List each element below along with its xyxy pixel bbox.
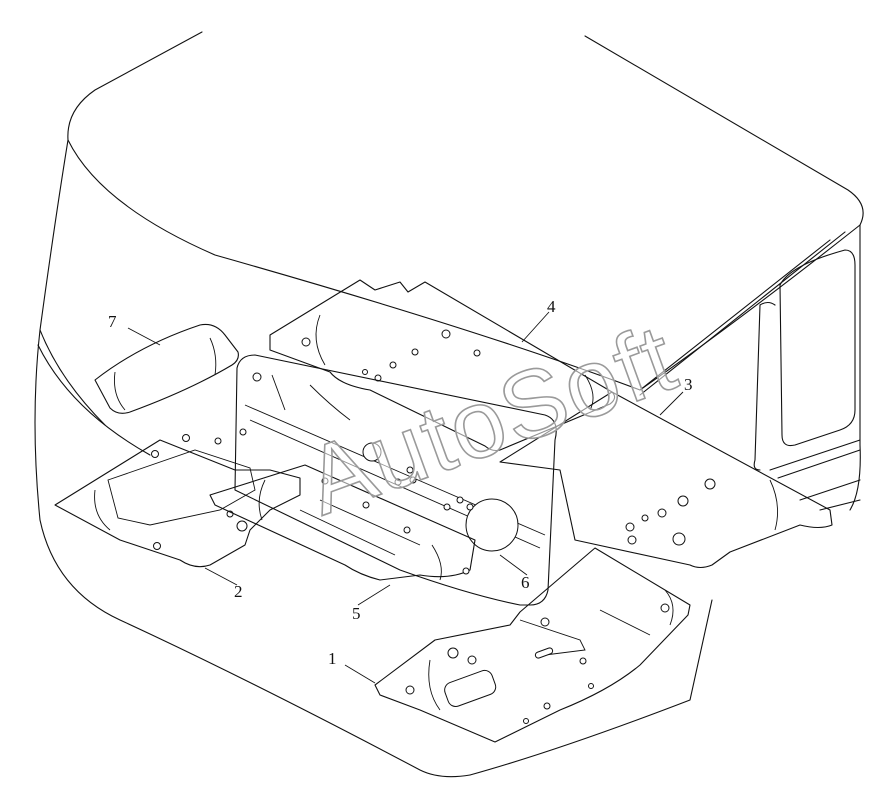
callout-6: 6 — [521, 573, 530, 592]
cab-outline — [34, 31, 864, 778]
part-7-panel — [94, 323, 239, 414]
part-1-panel — [374, 547, 691, 743]
callout-5: 5 — [352, 604, 361, 623]
callout-numbers: 7 4 3 6 5 2 1 — [108, 297, 693, 668]
leader-lines — [127, 311, 684, 684]
callout-7: 7 — [108, 312, 117, 331]
callout-4: 4 — [547, 297, 556, 316]
callout-1: 1 — [328, 649, 337, 668]
part-2-panel — [54, 428, 301, 568]
part-6-panel — [234, 354, 557, 606]
part-5-panel — [209, 464, 476, 581]
callout-2: 2 — [234, 582, 243, 601]
callout-3: 3 — [684, 375, 693, 394]
part-3-panel — [499, 391, 833, 569]
